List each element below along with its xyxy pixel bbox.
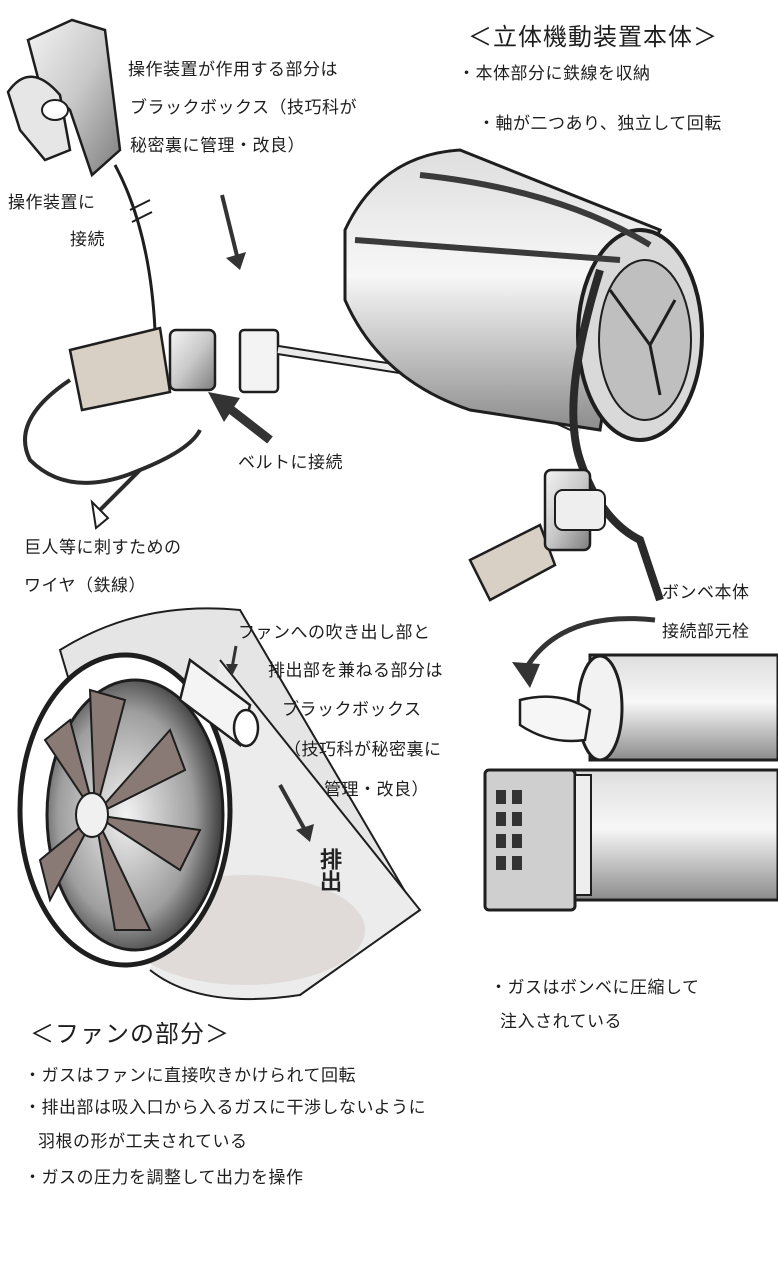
fan-note-4: ・ガスの圧力を調整して出力を操作 (24, 1168, 304, 1188)
handle-note-3: 秘密裏に管理・改良） (130, 136, 305, 156)
fan-note-2: ・排出部は吸入口から入るガスに干渉しないように (24, 1098, 427, 1118)
gas-note-1: ・ガスはボンベに圧縮して (490, 978, 700, 998)
fan-note-3: 羽根の形が工夫されている (38, 1132, 248, 1152)
fan-outlet-note-5: 管理・改良） (324, 780, 429, 800)
wire-note-2: ワイヤ（鉄線） (24, 576, 146, 596)
arrow-down-icon (220, 194, 246, 270)
control-handle (6, 18, 157, 331)
right-grip (468, 468, 606, 602)
fan-outlet-note-3: ブラックボックス (282, 700, 422, 720)
fan-unit (17, 607, 422, 1001)
handle-note-1: 操作装置が作用する部分は (128, 60, 338, 80)
main-note-2: ・軸が二つあり、独立して回転 (478, 114, 722, 134)
main-title: ＜立体機動装置本体＞ (468, 23, 718, 51)
connect-note-2: 接続 (70, 230, 105, 250)
arrow-curve-icon (512, 616, 656, 688)
fan-outlet-note-1: ファンへの吹き出し部と (238, 623, 431, 643)
arrow-up-left-icon (208, 392, 273, 444)
fan-title: ＜ファンの部分＞ (30, 1020, 230, 1048)
connect-note-1: 操作装置に (8, 193, 96, 213)
valve-note-2: 接続部元栓 (662, 622, 750, 642)
main-note-1: ・本体部分に鉄線を収納 (458, 64, 651, 84)
fan-outlet-note-2: 排出部を兼ねる部分は (268, 661, 443, 681)
gas-note-2: 注入されている (500, 1012, 622, 1032)
main-body-drum (343, 148, 704, 602)
gas-cylinder (483, 653, 778, 912)
exhaust-label: 排出 (316, 848, 341, 892)
belt-note: ベルトに接続 (238, 453, 343, 473)
handle-note-2: ブラックボックス（技巧科が (130, 98, 357, 118)
wire-note-1: 巨人等に刺すための (24, 538, 182, 558)
fan-note-1: ・ガスはファンに直接吹きかけられて回転 (24, 1066, 356, 1086)
fan-outlet-note-4: （技巧科が秘密裏に (284, 740, 442, 760)
valve-note-1: ボンベ本体 (662, 583, 750, 603)
